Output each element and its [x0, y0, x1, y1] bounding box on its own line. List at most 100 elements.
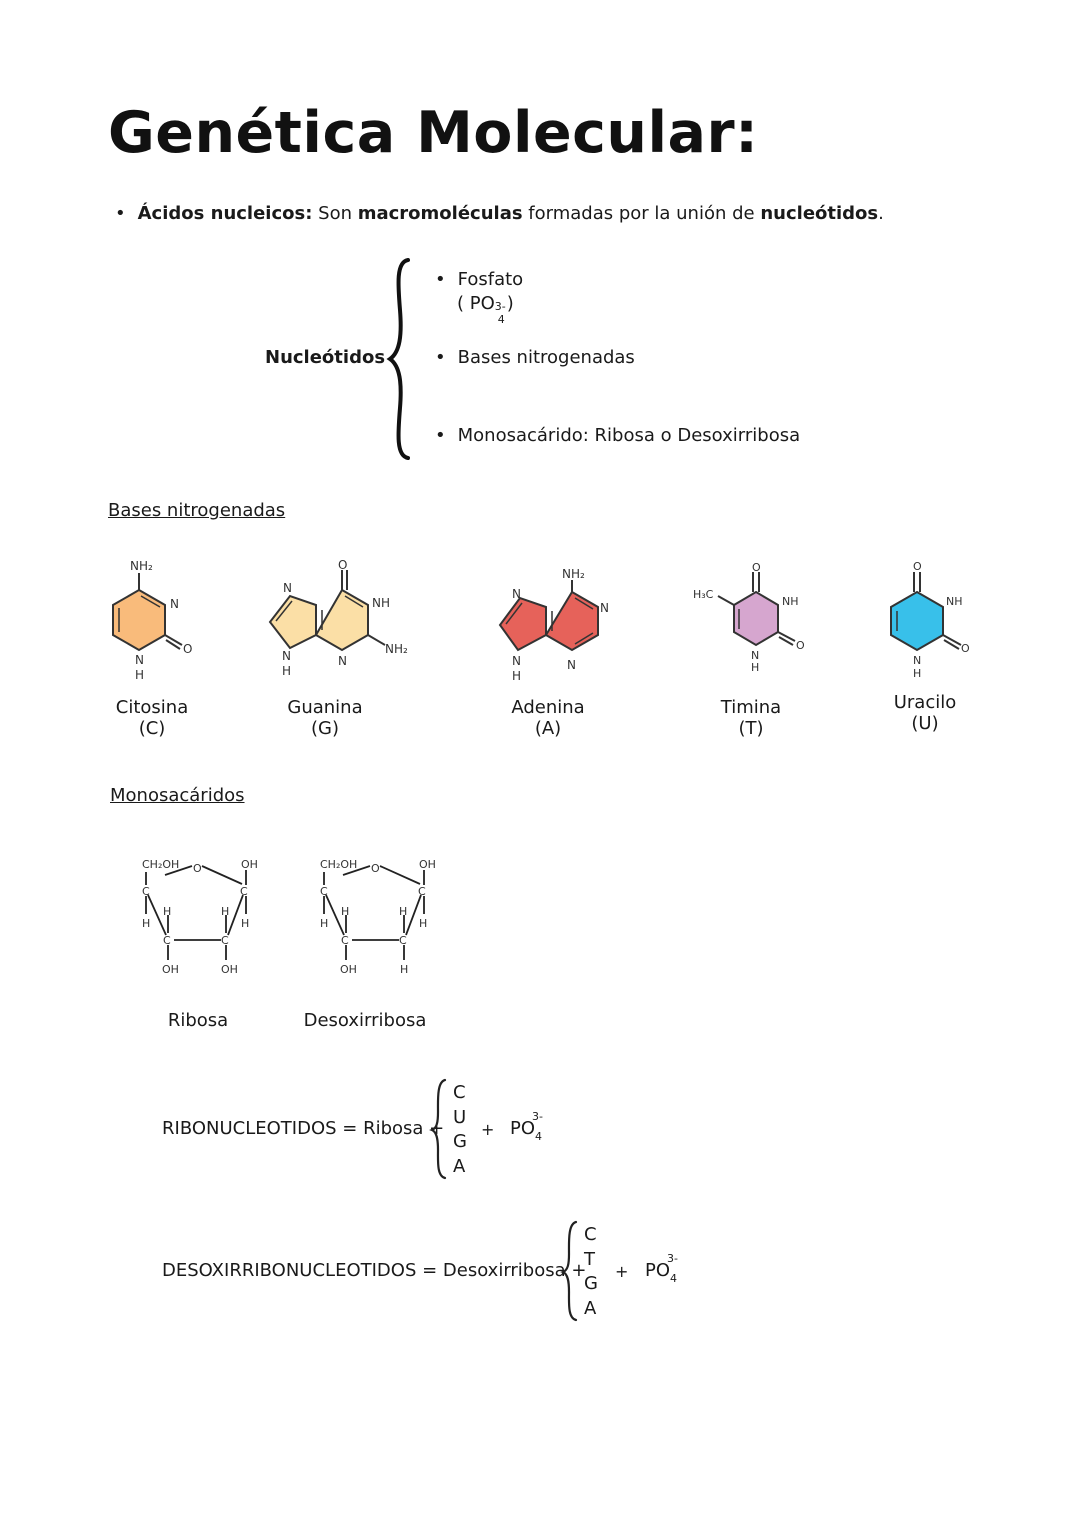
- nucleotido-item-bases: •Bases nitrogenadas: [435, 347, 635, 368]
- page-title: Genética Molecular:: [108, 100, 759, 166]
- base-label-adenina: Adenina(A): [511, 697, 584, 739]
- bases-heading: Bases nitrogenadas: [108, 500, 286, 521]
- base-letter: C: [453, 1082, 466, 1103]
- charge: 3-: [667, 1252, 678, 1265]
- atom-label: C: [240, 885, 248, 898]
- atom-label: C: [320, 885, 328, 898]
- atom-label: OH: [340, 963, 357, 976]
- atom-label: C: [163, 934, 171, 947]
- uracilo-structure: O NH O N H: [890, 560, 970, 680]
- base-label-uracilo: Uracilo(U): [894, 692, 957, 734]
- citosina-structure: NH₂ N O N H: [112, 559, 192, 682]
- nucleotido-item-monosacarido: •Monosacárido: Ribosa o Desoxirribosa: [435, 425, 801, 446]
- sugar-label-desoxirribosa: Desoxirribosa: [303, 1010, 427, 1031]
- atom-label: O: [961, 642, 970, 655]
- base-name: Timina: [720, 697, 782, 718]
- atom-label: H: [163, 905, 171, 918]
- base-letter: A: [453, 1155, 466, 1177]
- atom-label: NH: [372, 596, 390, 610]
- nucleotidos-label: Nucleótidos: [265, 347, 386, 368]
- atom-label: N: [338, 654, 347, 668]
- ribosa-structure: CH₂OH O OH C C H H H H C C OH OH: [142, 858, 258, 976]
- atom-label: H: [751, 661, 759, 674]
- atom-label: NH: [782, 595, 799, 608]
- atom-label: H: [512, 669, 521, 683]
- base-ring: [890, 590, 944, 652]
- base-letter: A: [584, 1297, 597, 1319]
- atom-label: C: [341, 934, 349, 947]
- base-ring: [498, 590, 599, 652]
- atom-label: H: [400, 963, 408, 976]
- timina-structure: O H₃C NH O N H: [693, 561, 805, 674]
- plus-sign: +: [481, 1120, 495, 1139]
- bold-term: nucleótidos: [760, 203, 879, 224]
- atom-label: H: [419, 917, 427, 930]
- atom-label: H: [913, 667, 921, 680]
- atom-label: NH₂: [130, 559, 153, 573]
- base-ring: [733, 590, 779, 647]
- intro-bullet: •Ácidos nucleicos: Son macromoléculas fo…: [115, 203, 884, 224]
- plus-sign: +: [615, 1262, 629, 1281]
- atom-label: C: [418, 885, 426, 898]
- charge: 3-: [532, 1110, 543, 1123]
- atom-label: OH: [241, 858, 258, 871]
- formula-text: PO: [510, 1118, 536, 1139]
- atom-label: N: [170, 597, 179, 611]
- formula-text: ( PO: [457, 293, 495, 314]
- atom-label: CH₂OH: [142, 858, 179, 871]
- atom-label: O: [338, 558, 347, 572]
- atom-label: OH: [162, 963, 179, 976]
- subscript: 4: [535, 1130, 542, 1143]
- atom-label: N: [600, 601, 609, 615]
- base-letter: G: [584, 1273, 598, 1294]
- atom-label: NH: [946, 595, 963, 608]
- formula-text: PO: [645, 1260, 671, 1281]
- item-label: Bases nitrogenadas: [457, 347, 635, 368]
- atom-label: H: [282, 664, 291, 678]
- base-label-citosina: Citosina(C): [116, 697, 188, 739]
- atom-label: O: [752, 561, 761, 574]
- atom-label: C: [221, 934, 229, 947]
- nucleotido-item-fosfato: •Fosfato: [435, 269, 524, 290]
- atom-label: O: [183, 642, 192, 656]
- atom-label: H₃C: [693, 588, 714, 601]
- equation-desoxirribonucleotidos: DESOXIRRIBONUCLEOTIDOS = Desoxirribosa +: [162, 1260, 587, 1281]
- atom-label: H: [320, 917, 328, 930]
- atom-label: OH: [221, 963, 238, 976]
- base-code: (A): [534, 718, 562, 739]
- atom-label: O: [371, 862, 380, 875]
- atom-label: NH₂: [385, 642, 408, 656]
- atom-label: N: [282, 649, 291, 663]
- base-letter: C: [584, 1224, 597, 1245]
- equation-ribonucleotidos: RIBONUCLEOTIDOS = Ribosa +: [162, 1118, 445, 1139]
- atom-label: O: [796, 639, 805, 652]
- formula-text: ): [506, 293, 514, 314]
- item-label: Monosacárido: Ribosa o Desoxirribosa: [457, 425, 801, 446]
- base-code: (U): [911, 713, 939, 734]
- text: .: [878, 203, 884, 224]
- desoxirribosa-structure: CH₂OH O OH C C H H H H C C OH H: [320, 858, 436, 976]
- atom-label: N: [135, 653, 144, 667]
- item-label: Fosfato: [457, 269, 524, 290]
- base-code: (C): [138, 718, 166, 739]
- atom-label: N: [283, 581, 292, 595]
- atom-label: C: [142, 885, 150, 898]
- subscript: 4: [670, 1272, 677, 1285]
- atom-label: NH₂: [562, 567, 585, 581]
- atom-label: H: [221, 905, 229, 918]
- atom-label: O: [193, 862, 202, 875]
- atom-label: H: [399, 905, 407, 918]
- atom-label: H: [341, 905, 349, 918]
- adenina-structure: NH₂ N N N N H: [498, 567, 609, 683]
- base-letter: U: [453, 1106, 467, 1128]
- bold-term: macromoléculas: [357, 203, 523, 224]
- base-name: Uracilo: [893, 692, 957, 713]
- text: formadas por la unión de: [522, 203, 761, 224]
- monosacaridos-heading: Monosacáridos: [110, 785, 245, 806]
